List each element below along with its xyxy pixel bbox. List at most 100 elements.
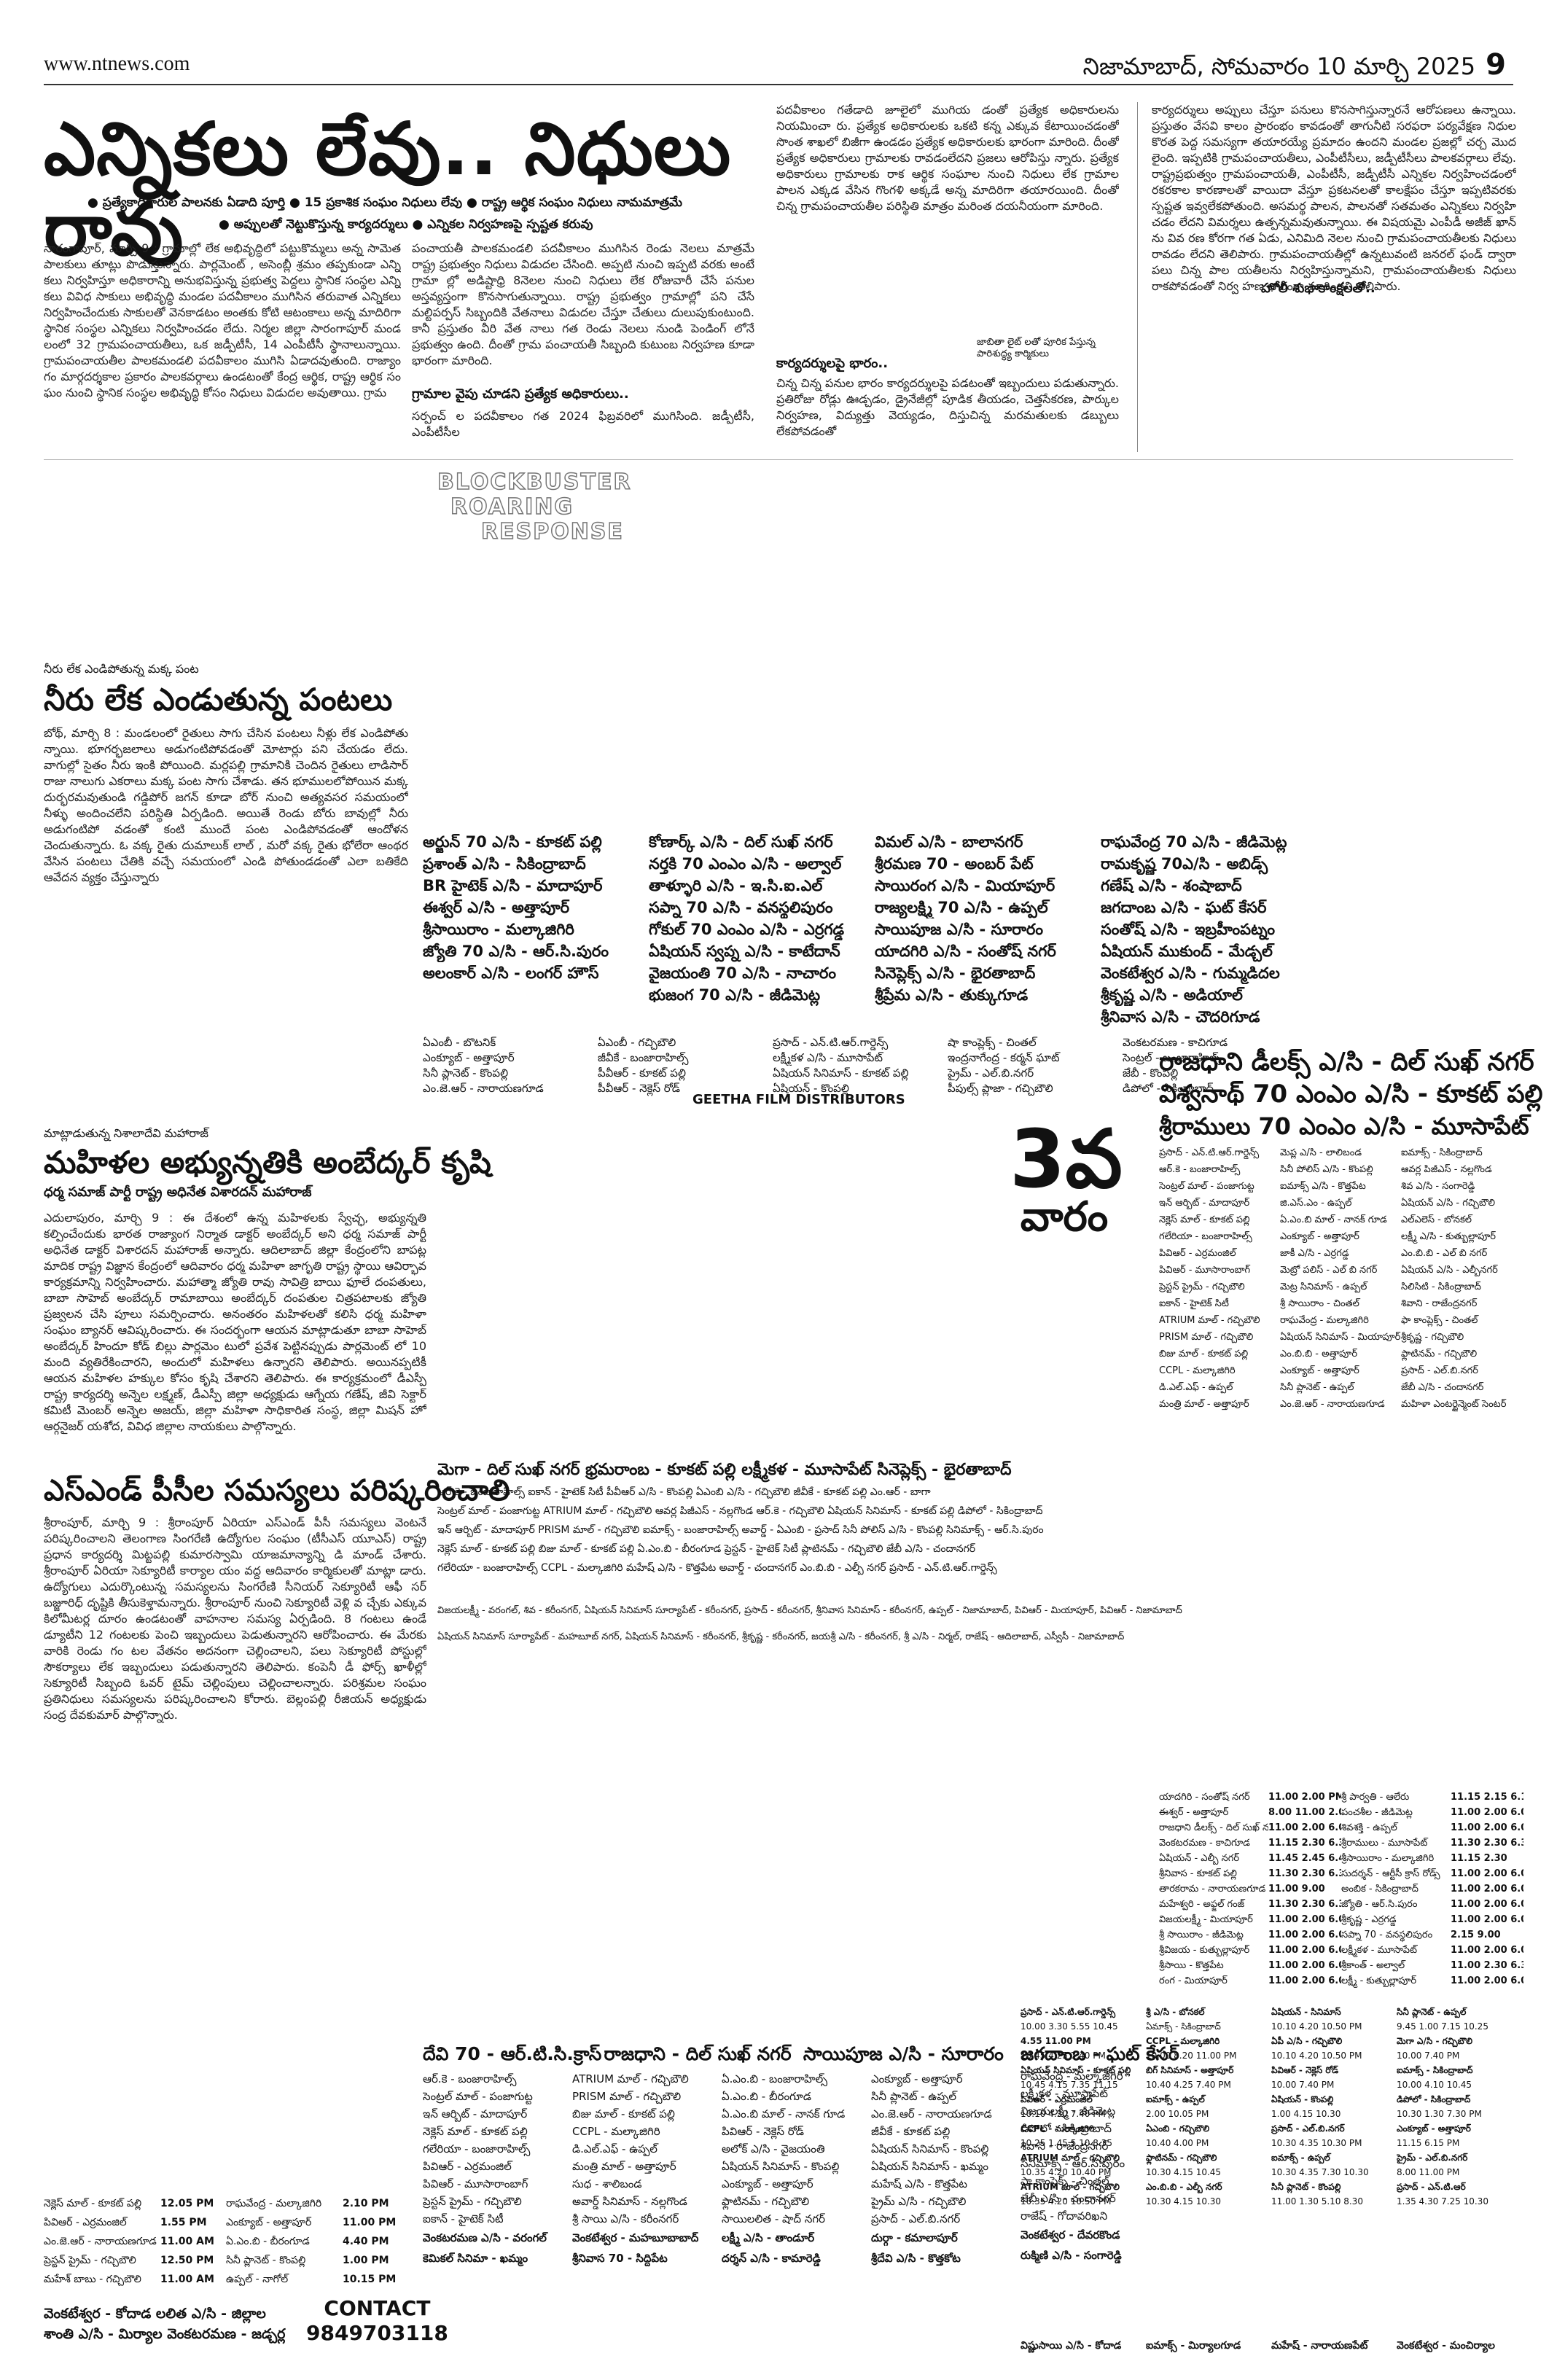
film2-row: ప్రసాద్ - ఎన్.టి.ఆర్.గార్డెన్స్మెప్ల ఎ/స… — [1159, 1144, 1523, 1161]
film2-theatre: శ్రీ సాయిరాం - చింతల్ — [1280, 1298, 1359, 1309]
film-row: ప్రశాంత్ ఎ/సి - సికింద్రాబాద్నర్తకి 70 ఎ… — [423, 853, 1516, 875]
grid-cell: బిగ్ సినిమాస్ - అత్తాపూర్ — [1146, 2065, 1234, 2075]
listing-time: 11.00 2.00 PM — [1268, 1792, 1341, 1803]
grid-cell: 10.45 4.25 7.40 PM — [1021, 2051, 1106, 2061]
lead-col-4: కార్యదర్శులు అప్పులు చేస్తూ పనులు కొనసాగ… — [1152, 103, 1516, 293]
bottom-theatre: వెంకటేశ్వర - మహబూబాబాద్ — [572, 2231, 699, 2244]
contact-number[interactable]: 9849703118 — [306, 2321, 448, 2345]
bottom-theatre: కెమికల్ సినిమా - ఖమ్మం — [423, 2252, 528, 2265]
film2-theatre: ఐకాన్ - హైటెక్ సిటీ — [1159, 1298, 1229, 1309]
snd-body: శ్రీరాంపూర్, మార్చి 9 : శ్రీరాంపూర్ ఏరియ… — [44, 1515, 426, 1722]
listing-theatre: పంచశీల - జీడిమెట్ల — [1341, 1807, 1413, 1818]
bottom-listings: దేవి 70 - ఆర్.టి.సి.క్రాస్ రోడ్స్రాజధాని… — [423, 2041, 1179, 2268]
bottom-theatre: PRISM మాల్ - గచ్చిబౌలి — [572, 2090, 682, 2103]
film2-theatre: మహిళా ఎంటర్టైన్మెంట్ సెంటర్ — [1401, 1399, 1507, 1410]
bottom-col-6-theatre: వెంకటేశ్వర - మంచిర్యాల — [1397, 2340, 1495, 2352]
listing-time: 11.00 2.00 6.00 — [1451, 1868, 1523, 1879]
film-theatre: ఈశ్వర్ ఎ/సి - అత్తాపూర్ — [423, 899, 570, 916]
listing-row: రాజధాని డీలక్స్ - దిల్ సుఖ్ నగర్11.00 2.… — [1159, 1820, 1523, 1835]
grid-cell: 11.00 1.30 5.10 8.30 — [1271, 2196, 1363, 2207]
film2-theatre: ఏషియన్ ఎ/సి - గచ్చిబౌలి — [1401, 1198, 1496, 1209]
listing-time: 11.00 2.00 6.00 9.00 — [1451, 1884, 1523, 1895]
film2-theatre: ఏషియన్ సినిమాస్ - మియాపూర్ — [1280, 1332, 1401, 1343]
listing-time: 2.15 9.00 — [1451, 1930, 1501, 1940]
film-small-theatre: ప్రైమ్ - ఎల్.బి.నగర్ — [948, 1066, 1034, 1080]
bottom-theatre: సాయిలలిత - షాద్ నగర్ — [722, 2212, 825, 2225]
film-theatre: సాయిరంగ ఎ/సి - మియాపూర్ — [875, 877, 1055, 894]
film2-theatre-list: ప్రసాద్ - ఎన్.టి.ఆర్.గార్డెన్స్మెప్ల ఎ/స… — [1159, 1144, 1523, 1413]
film2-theatre: ఫా కాంప్లెక్స్ - చింతల్ — [1401, 1315, 1478, 1326]
film-small-row: ఏఎంబీ - బొటనిక్ఏఎంబీ - గచ్చిబౌలిప్రసాద్ … — [423, 1035, 1516, 1050]
film2-row: ఐకాన్ - హైటెక్ సిటీ శ్రీ సాయిరాం - చింతల్… — [1159, 1295, 1523, 1312]
film2-theatre: సెంట్రల్ మాల్ - పంజాగుట్ట — [1159, 1181, 1254, 1192]
film2-theatre: మెట్రో పలిస్ - ఎల్ బి నగర్ — [1280, 1265, 1378, 1276]
grid-cell: ఐమాక్స్ - సికింద్రాబాద్ — [1397, 2065, 1473, 2075]
listing-time: 11.00 2.00 6.00 — [1268, 1975, 1341, 1986]
film2-theatre: ఏ.ఎం.బి మాల్ - నానక్ గూడ — [1280, 1214, 1387, 1225]
bottom-theatre: లక్ష్మీ ఎ/సి - తాండూర్ — [722, 2231, 815, 2244]
grid-row: పివిఆర్ - ఎర్రమంజిల్ఐమాక్స్ - ఉప్పల్ఏషియ… — [1021, 2092, 1523, 2107]
film-small-row: సినీ ప్లానెట్ - కొంపల్లిపీవీఆర్ - కూకట్ … — [423, 1066, 1516, 1081]
bottom-col: ATRIUM మాల్ - గచ్చిబౌలిPRISM మాల్ - గచ్చ… — [572, 2070, 722, 2268]
ads2-row: నెక్లెస్ మాల్ - కూకట్ పల్లి బిజు మాల్ - … — [437, 1543, 976, 1555]
film-theatre: ఏషియన్ ముకుంద్ - మేడ్చల్ — [1101, 943, 1273, 960]
ads2-row: ఆర్.కె - బంజారాహిల్స్ ఐకాన్ - హైటెక్ సిట… — [437, 1486, 931, 1498]
film2-theatre: ఫ్లాటినమ్ - గచ్చిబౌలి — [1401, 1349, 1478, 1359]
lead-bullets-1: ● ప్రత్యేకాధికారుల పాలనకు ఏడాది పూర్తి ●… — [87, 195, 682, 210]
listing-theatre: శివశక్తి - ఉప్పల్ — [1341, 1822, 1397, 1833]
film2-theatre: ఐమాక్స్ ఎ/సి - కొత్తపేట — [1280, 1181, 1366, 1192]
ads2-row: గలేరియా - బంజారాహిల్స్ CCPL - మల్కాజిగిర… — [437, 1562, 997, 1574]
bottom-theatre: మహేష్ ఎ/సి - కొత్తపేట — [871, 2177, 967, 2190]
film2-row: ATRIUM మాల్ - గచ్చిబౌలిరాఘవేంద్ర - మల్కా… — [1159, 1312, 1523, 1329]
grid-cell: 10.30 4.15 10.45 — [1146, 2167, 1222, 2177]
film-small-theatre: ఎం.జె.ఆర్ - నారాయణగూడ — [423, 1082, 544, 1095]
grid-cell: ఫ్లాటినమ్ - గచ్చిబౌలి — [1146, 2153, 1217, 2163]
bottom-theatre: రాఘవేంద్ర - మల్కాజిగిరి — [1021, 2069, 1123, 2083]
film-theatre: గణేష్ ఎ/సి - శంషాబాద్ — [1101, 877, 1242, 894]
film-small-theatre: జేబీ - కొంపల్లి — [1123, 1066, 1179, 1080]
page-number: 9 — [1486, 48, 1506, 82]
grid-row: ATRIUM మాల్ - గచ్చిబౌలిఎం.బి.బి - ఎల్బీ … — [1021, 2180, 1523, 2194]
film-theatre: శ్రీరమణ 70 - అంబర్ పేట్ — [875, 855, 1034, 873]
listing-theatre: మహేశ్వరి - అఫ్జల్ గంజ్ — [1159, 1899, 1245, 1910]
film-theatre: కోణార్క్ ఎ/సి - దిల్ సుఖ్ నగర్ — [649, 833, 833, 851]
film-theatre — [649, 1006, 875, 1028]
listing-theatre: శ్రీవిజయ - కుత్బుల్లాపూర్ — [1159, 1945, 1250, 1956]
lead-col-2: పంచాయతీ పాలకమండలి పదవీకాలం ముగిసిన రెండు… — [412, 241, 754, 367]
grid-cell: ఐమాక్స్ - ఉప్పల్ — [1146, 2094, 1205, 2104]
left-theatre: ఏ.ఎం.బి - బీరంగూడ — [226, 2236, 310, 2247]
listing-time: 8.00 11.00 2.00 — [1268, 1807, 1341, 1818]
listing-row: శ్రీవిజయ - కుత్బుల్లాపూర్11.00 2.00 6.00… — [1159, 1943, 1523, 1958]
bottom-col: ఆర్.కె - బంజారాహిల్స్సెంట్రల్ మాల్ - పంజ… — [423, 2070, 572, 2268]
bottom-theatre: మంత్రి మాల్ - అత్తాపూర్ — [572, 2160, 676, 2173]
film2-theatre: ఎం.బి.బి - ఎల్ బి నగర్ — [1401, 1248, 1488, 1259]
bottom-theatre: అలోక్ ఎ/సి - వైజయంతి — [722, 2142, 825, 2155]
grid-row: ప్రసాద్ - ఎన్.టి.ఆర్.గార్డెన్స్శ్రీ ఎ/సి… — [1021, 2005, 1523, 2019]
film2-row: పివిఆర్ - మూసారాంబాగ్మెట్రో పలిస్ - ఎల్ … — [1159, 1262, 1523, 1279]
film2-theatre: ఎం.జె.ఆర్ - నారాయణగూడ — [1280, 1399, 1385, 1410]
bottom-col-5: జగదాంబ - ఘట్ కేసర్రాఘవేంద్ర - మల్కాజిగిర… — [1021, 2041, 1261, 2266]
grid-cell: 10.40 4.00 PM — [1146, 2138, 1209, 2148]
grid-row: CCPL - మల్కాజిగిరిఏఎంబి - గచ్చిబౌలిప్రసా… — [1021, 2121, 1523, 2136]
listing-theatre: జ్యోతి - ఆర్.సి.పురం — [1341, 1899, 1418, 1910]
crops-headline: నీరు లేక ఎండుతున్న పంటలు — [44, 682, 393, 717]
grid-cell: ఎంక్యూబ్ - అత్తాపూర్ — [1397, 2123, 1471, 2134]
film-small-theatre: ఏషియన్ సినిమాస్ - కూకట్ పల్లి — [773, 1066, 909, 1080]
film-small-theatre: ఏఎంబీ - గచ్చిబౌలి — [598, 1036, 676, 1049]
film2-theatre: శివాని - రాజేంద్రనగర్ — [1401, 1298, 1478, 1309]
listing-theatre: శ్రీకృష్ణ - ఎర్రగడ్డ — [1341, 1914, 1397, 1925]
film-theatre: అర్జున్ 70 ఎ/సి - కూకట్ పల్లి — [423, 833, 602, 851]
listing-time: 11.00 2.00 6.00 9.00 — [1268, 1960, 1341, 1971]
film-theatre: సినెప్లెక్స్ ఎ/సి - భైరతాబాద్ — [875, 964, 1036, 982]
film2-theatre: మెప్ల ఎ/సి - లాలిబండ — [1280, 1147, 1362, 1158]
film2-row: గలేరియా - బంజారాహిల్స్ఎంక్యూబ్ - అత్తాపూ… — [1159, 1228, 1523, 1245]
film2-theatre: PRISM మాల్ - గచ్చిబౌలి — [1159, 1332, 1254, 1343]
listing-time: 11.00 2.30 6.30 9.30 — [1451, 1960, 1523, 1971]
